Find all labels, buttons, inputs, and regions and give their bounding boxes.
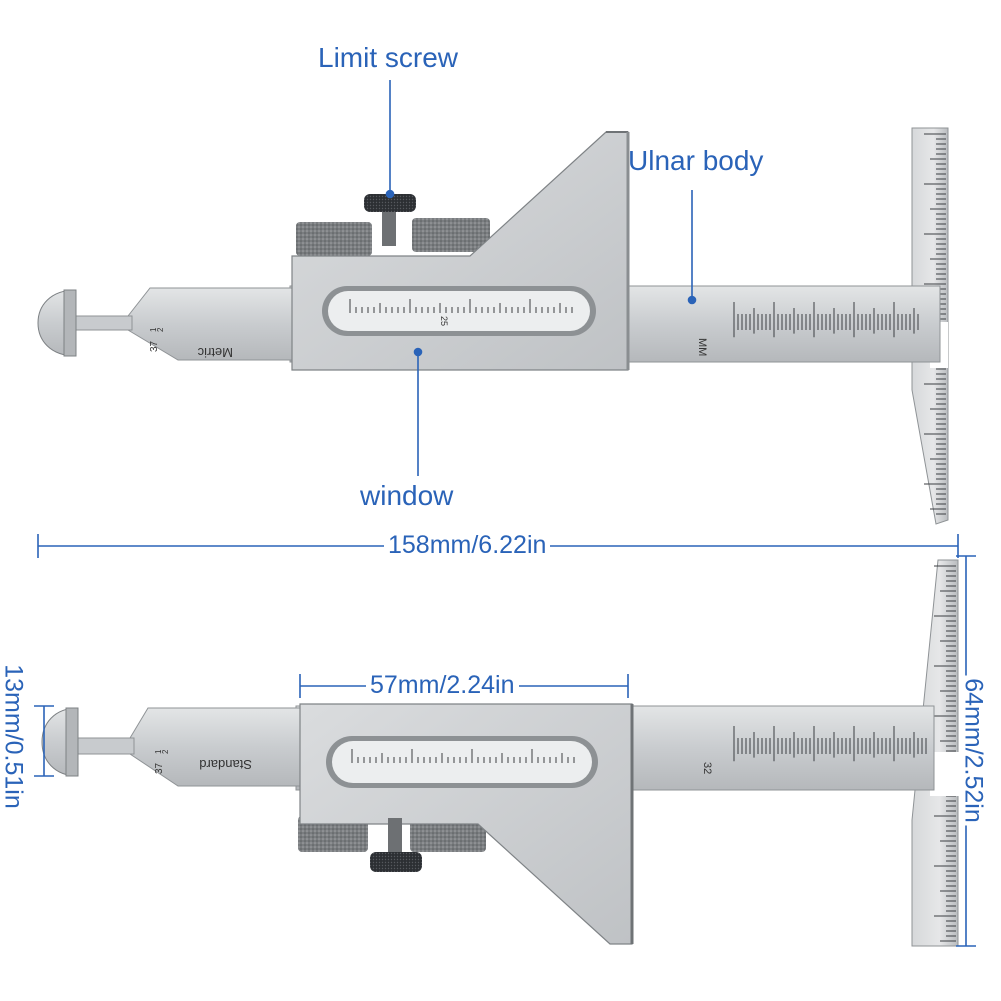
top-pointer-neck <box>75 315 133 331</box>
ulnar-body-dot <box>687 295 697 305</box>
bottom-knurl-right <box>410 818 486 852</box>
top-mm-label: MM <box>696 338 708 356</box>
svg-text:1: 1 <box>154 749 163 754</box>
bottom-beam-scale <box>733 726 927 762</box>
bottom-t-ruler-ticks <box>934 565 956 942</box>
bottom-gauge: Standard 37 1 2 32 <box>41 559 960 947</box>
top-beam-scale <box>733 302 919 338</box>
bottom-ruler-slot <box>930 752 960 796</box>
svg-text:2: 2 <box>161 749 170 754</box>
window-dot <box>413 347 423 357</box>
tip-height-label: 13mm/0.51in <box>0 661 28 812</box>
ulnar-body-label: Ulnar body <box>628 145 764 176</box>
ruler-height-label: 64mm/2.52in <box>958 675 988 826</box>
limit-screw-dot <box>385 189 395 199</box>
bottom-knurl-left <box>298 816 368 852</box>
body-width-label: 57mm/2.24in <box>366 671 519 700</box>
top-angle-label: 37 <box>149 340 160 352</box>
bottom-32-label: 32 <box>701 762 713 774</box>
top-window <box>328 291 590 331</box>
svg-text:1: 1 <box>149 327 158 332</box>
top-window-scale <box>349 299 573 313</box>
top-screw-shaft <box>382 206 396 246</box>
bottom-screw-head <box>370 852 422 872</box>
bottom-window-scale <box>351 749 575 763</box>
top-knurl-right <box>412 218 490 252</box>
bottom-angle-label: 37 <box>154 762 165 774</box>
length-dimension-label: 158mm/6.22in <box>384 531 551 560</box>
bottom-screw-shaft <box>388 818 402 858</box>
top-window-number: 25 <box>439 316 449 326</box>
window-label: window <box>360 480 454 511</box>
top-gauge: Metric 37 1 2 MM 25 <box>37 127 949 525</box>
top-screw-head <box>364 194 416 212</box>
top-knurl-left <box>296 222 372 256</box>
top-metric-label: Metric <box>197 345 233 360</box>
bottom-window <box>332 741 592 783</box>
svg-text:2: 2 <box>156 327 165 332</box>
bottom-standard-label: Standard <box>199 757 252 772</box>
limit-screw-label: Limit screw <box>318 42 459 73</box>
